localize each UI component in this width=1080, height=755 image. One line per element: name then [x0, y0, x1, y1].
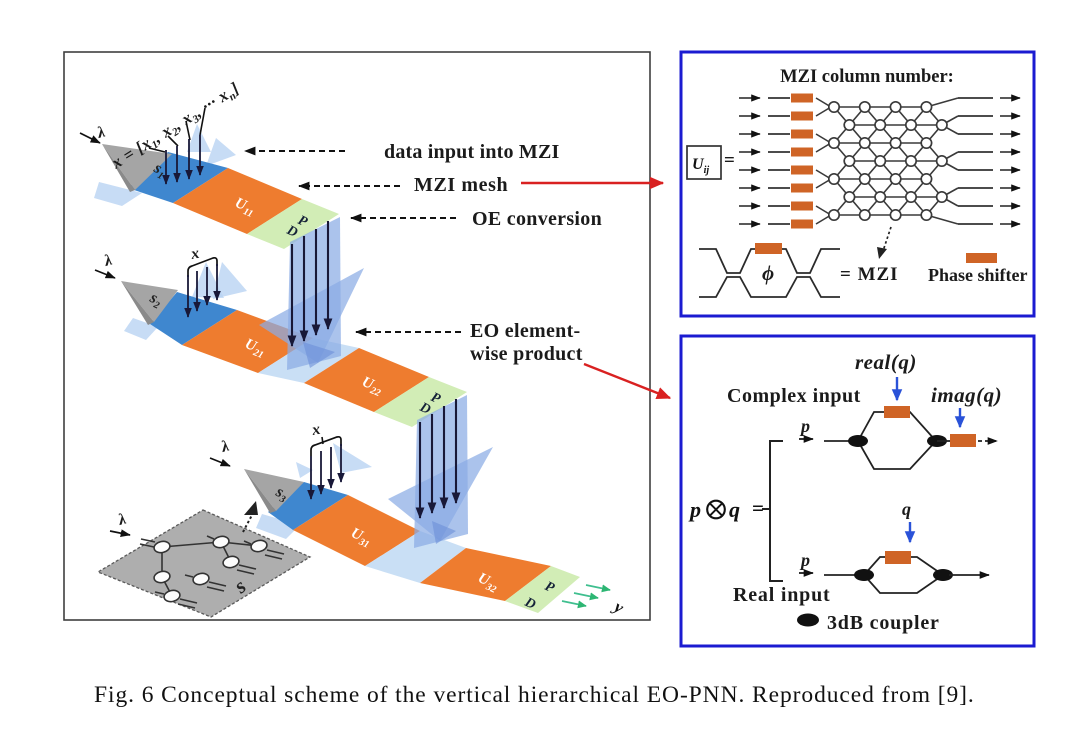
svg-text:3dB coupler: 3dB coupler [827, 612, 940, 634]
svg-text:Real input: Real input [733, 584, 830, 606]
svg-text:p: p [688, 497, 701, 522]
svg-text:Phase shifter: Phase shifter [928, 265, 1027, 285]
svg-text:MZI mesh: MZI mesh [414, 174, 508, 196]
svg-text:data input into MZI: data input into MZI [384, 141, 560, 163]
svg-text:x: x [310, 421, 322, 439]
svg-text:Complex input: Complex input [727, 385, 861, 407]
svg-text:MZI column number:: MZI column number: [780, 67, 954, 87]
svg-text:ϕ: ϕ [762, 261, 774, 285]
svg-text:=: = [724, 150, 735, 171]
svg-text:EO element-: EO element- [470, 320, 581, 342]
svg-text:imag(q): imag(q) [931, 383, 1002, 407]
svg-text:x: x [189, 245, 201, 263]
svg-text:p: p [799, 416, 810, 436]
svg-text:OE conversion: OE conversion [472, 208, 602, 230]
svg-text:Fig. 6 Conceptual scheme of th: Fig. 6 Conceptual scheme of the vertical… [94, 682, 975, 708]
svg-text:p: p [799, 550, 810, 570]
svg-text:q: q [902, 499, 911, 519]
svg-text:wise product: wise product [470, 343, 583, 365]
svg-text:real(q): real(q) [855, 350, 917, 374]
svg-text:q: q [729, 497, 740, 522]
svg-text:=: = [752, 496, 764, 520]
svg-text:= MZI: = MZI [840, 264, 899, 285]
